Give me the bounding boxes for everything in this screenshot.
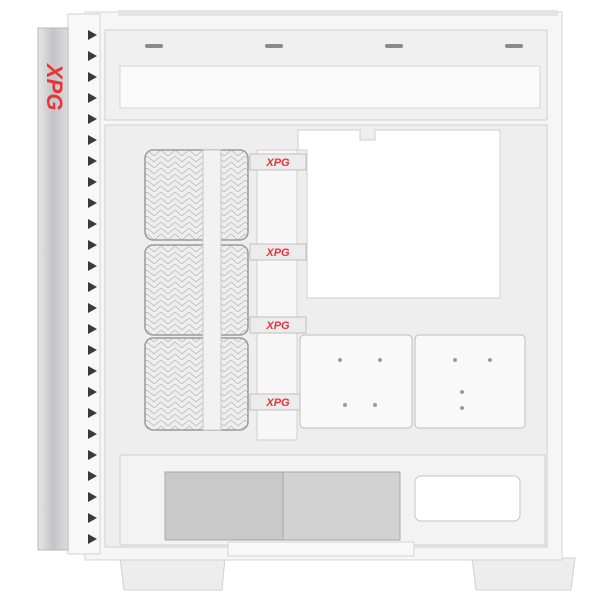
vent-triangle [88, 156, 97, 166]
vent-triangle [88, 429, 97, 439]
vent-triangle [88, 135, 97, 145]
fan-grill [144, 337, 249, 431]
vent-triangle [88, 51, 97, 61]
vent-triangle [88, 492, 97, 502]
vent-triangle [88, 366, 97, 376]
strap-xpg-logo: XPG [265, 247, 290, 259]
vent-triangle [88, 240, 97, 250]
front-frame [67, 13, 101, 555]
vent-triangle [88, 261, 97, 271]
cable-strap: XPG [249, 153, 307, 171]
case-feet [119, 557, 576, 591]
vent-triangle [88, 450, 97, 460]
top-section [104, 29, 548, 121]
vent-triangle [88, 345, 97, 355]
front-xpg-logo: XPG [42, 62, 67, 110]
vent-triangle [88, 387, 97, 397]
vent-triangle [88, 72, 97, 82]
cable-strap: XPG [249, 393, 307, 411]
cable-strap: XPG [249, 243, 307, 261]
vent-triangle [88, 93, 97, 103]
vent-triangle [88, 513, 97, 523]
vent-triangle [88, 408, 97, 418]
drive-plate [414, 334, 526, 429]
cable-strap: XPG [249, 316, 307, 334]
psu-shroud [119, 454, 546, 557]
fan-grills [144, 149, 249, 431]
vent-triangle [88, 177, 97, 187]
drive-plates [299, 334, 526, 429]
front-panel: XPG [37, 27, 69, 551]
vent-triangle [88, 471, 97, 481]
strap-xpg-logo: XPG [265, 157, 290, 169]
cable-straps: XPG XPG XPG XPG [249, 153, 307, 411]
vent-triangle [88, 534, 97, 544]
vent-triangle [88, 282, 97, 292]
cpu-cutout [297, 129, 501, 299]
vent-triangle [88, 114, 97, 124]
vent-triangle [88, 324, 97, 334]
vent-triangle [88, 30, 97, 40]
vent-triangle [88, 219, 97, 229]
drive-plate [299, 334, 413, 429]
fan-grill [144, 244, 249, 336]
vent-triangle [88, 198, 97, 208]
fan-grill [144, 149, 249, 241]
strap-xpg-logo: XPG [265, 397, 290, 409]
vent-triangle [88, 303, 97, 313]
strap-xpg-logo: XPG [265, 320, 290, 332]
